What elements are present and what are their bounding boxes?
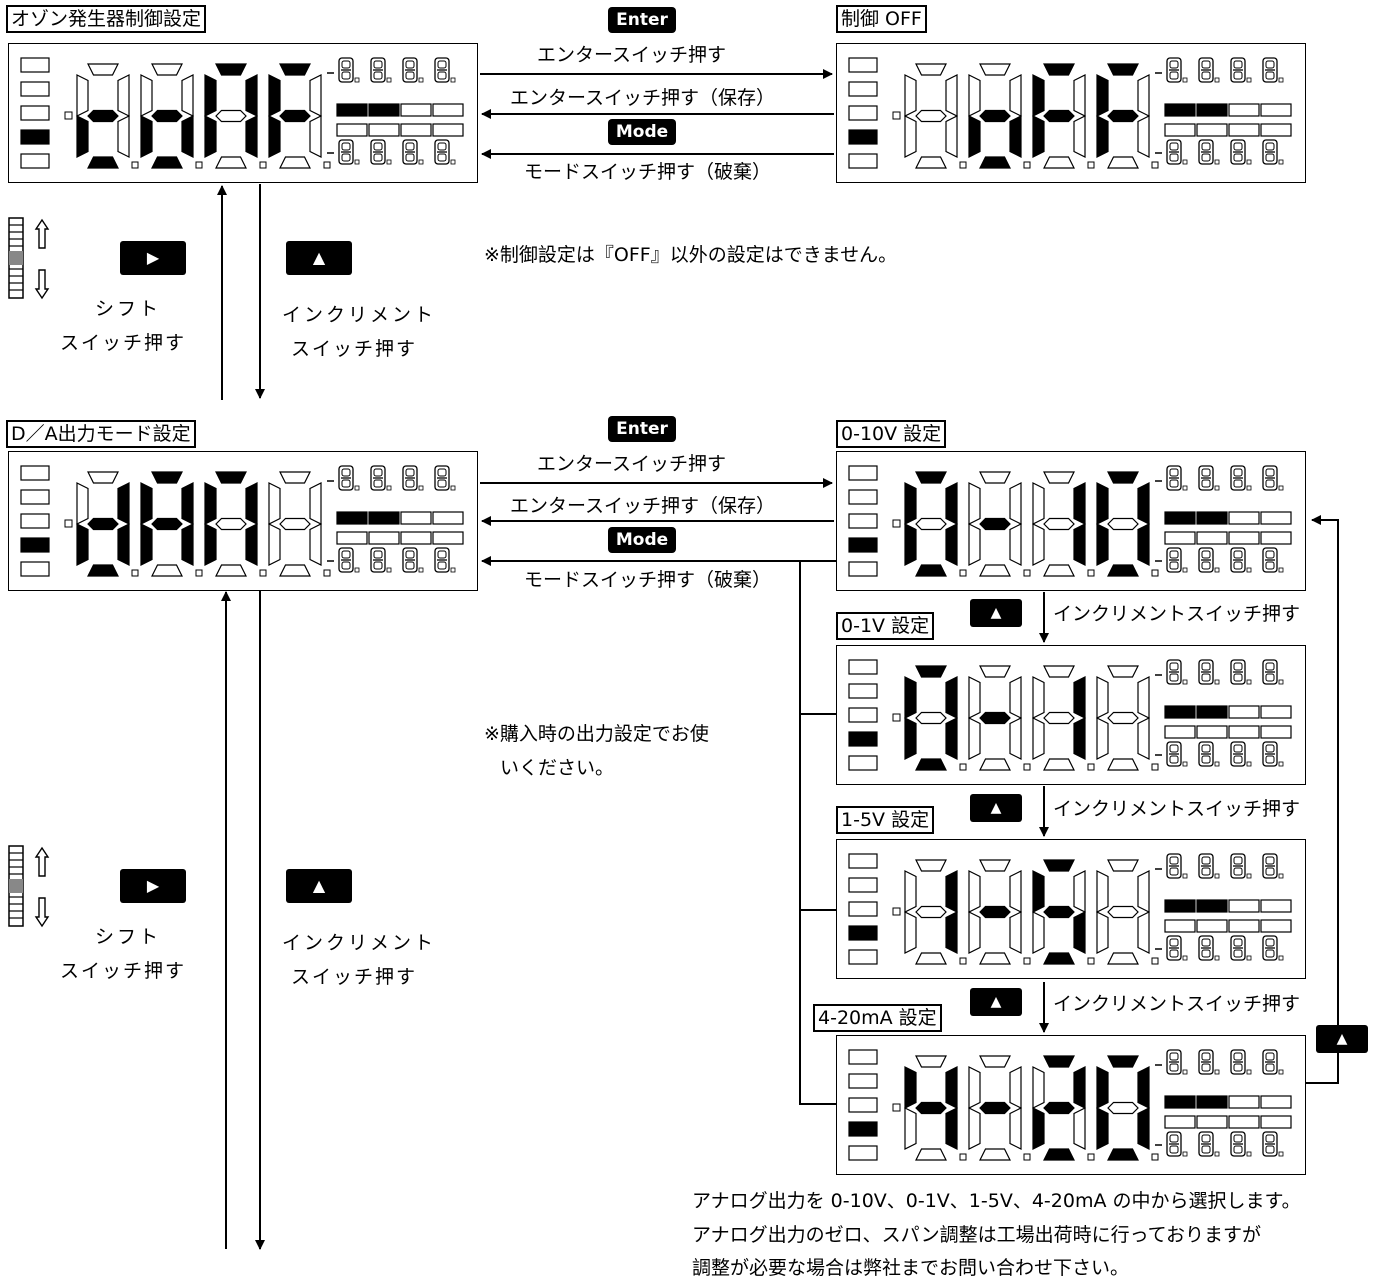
label-1-5v: 1-5V 設定 — [836, 806, 935, 834]
seg-digit — [140, 63, 203, 169]
display-panel-0-1 — [836, 645, 1306, 785]
arrow-label-enter-save: エンタースイッチ押す（保存） — [510, 87, 776, 109]
mode-key-pill: Mode — [608, 119, 676, 145]
seg-digit — [968, 859, 1031, 965]
enter-key-pill: Enter — [608, 7, 676, 33]
seg-digit — [1032, 471, 1095, 577]
arrow-label-increment-1: インクリメントスイッチ押す — [1053, 603, 1301, 625]
shift-label-1b: シフト — [95, 926, 162, 948]
label-4-20ma: 4-20mA 設定 — [813, 1004, 942, 1032]
indicator-column — [20, 465, 50, 577]
shift-scroll-icon-2 — [8, 845, 50, 928]
seg-digit — [76, 471, 139, 577]
arrow-label-increment-3: インクリメントスイッチ押す — [1053, 993, 1301, 1015]
display-panel-conf — [8, 43, 478, 183]
label-0-10v: 0-10V 設定 — [836, 420, 947, 448]
shift-key-icon-2: ▶ — [120, 869, 186, 903]
label-control-off: 制御 OFF — [836, 5, 927, 33]
enter-key-pill-2: Enter — [608, 416, 676, 442]
increment-label-1: インクリメント — [282, 304, 437, 326]
seg-digit — [140, 471, 203, 577]
increment-key-icon-3: ▲ — [970, 599, 1022, 627]
arrow-label-increment-2: インクリメントスイッチ押す — [1053, 798, 1301, 820]
shift-label-2b: スイッチ押す — [60, 960, 187, 982]
seg-digit — [1032, 63, 1095, 169]
seg-digit — [1096, 471, 1159, 577]
seg-digit — [268, 471, 331, 577]
arrow-label-enter-save-2: エンタースイッチ押す（保存） — [510, 495, 776, 517]
increment-key-icon: ▲ — [286, 241, 352, 275]
seg-digit — [968, 63, 1031, 169]
seg-digit — [204, 471, 267, 577]
seg-digit — [968, 471, 1031, 577]
increment-key-icon-4: ▲ — [970, 794, 1022, 822]
indicator-column — [848, 1049, 878, 1161]
seg-digit — [1032, 859, 1095, 965]
indicator-column — [848, 465, 878, 577]
seg-digit — [968, 665, 1031, 771]
display-panel-4-20 — [836, 1035, 1306, 1175]
seg-digit — [1096, 63, 1159, 169]
display-panel-dan — [8, 451, 478, 591]
seg-digit — [904, 1055, 967, 1161]
note-analog-line3: 調整が必要な場合は弊社までお問い合わせ下さい。 — [692, 1257, 1130, 1279]
display-panel-off — [836, 43, 1306, 183]
seg-digit — [1032, 665, 1095, 771]
seg-digit — [904, 471, 967, 577]
label-ozone-control-setting: オゾン発生器制御設定 — [6, 5, 207, 33]
shift-label-1: シフト — [95, 298, 162, 320]
increment-key-icon-2: ▲ — [286, 869, 352, 903]
label-da-output-mode: D／A出力モード設定 — [6, 420, 196, 448]
seg-digit — [204, 63, 267, 169]
indicator-column — [848, 659, 878, 771]
display-panel-0-10 — [836, 451, 1306, 591]
note-analog-line2: アナログ出力のゼロ、スパン調整は工場出荷時に行っておりますが — [692, 1224, 1262, 1246]
arrow-label-mode-discard: モードスイッチ押す（破棄） — [524, 161, 772, 183]
increment-key-icon-6: ▲ — [1316, 1025, 1368, 1053]
increment-label-1b: インクリメント — [282, 932, 437, 954]
seg-digit — [904, 63, 967, 169]
seg-digit — [1096, 1055, 1159, 1161]
shift-label-2: スイッチ押す — [60, 332, 187, 354]
arrow-label-enter-push-2: エンタースイッチ押す — [537, 453, 727, 475]
increment-label-2b: スイッチ押す — [291, 966, 418, 988]
increment-label-2: スイッチ押す — [291, 338, 418, 360]
seg-digit — [268, 63, 331, 169]
note-analog-line1: アナログ出力を 0-10V、0-1V、1-5V、4-20mA の中から選択します… — [692, 1190, 1301, 1212]
mode-key-pill-2: Mode — [608, 527, 676, 553]
seg-digit — [1096, 665, 1159, 771]
indicator-column — [20, 57, 50, 169]
note-purchase-line1: ※購入時の出力設定でお使 — [484, 723, 709, 745]
note-control-only-off: ※制御設定は『OFF』以外の設定はできません。 — [484, 244, 898, 266]
shift-scroll-icon — [8, 217, 50, 300]
label-0-1v: 0-1V 設定 — [836, 612, 935, 640]
indicator-column — [848, 57, 878, 169]
shift-key-icon: ▶ — [120, 241, 186, 275]
note-purchase-line2: いください。 — [500, 757, 615, 779]
arrow-label-mode-discard-2: モードスイッチ押す（破棄） — [524, 569, 772, 591]
arrow-label-enter-push: エンタースイッチ押す — [537, 44, 727, 66]
seg-digit — [1032, 1055, 1095, 1161]
seg-digit — [904, 665, 967, 771]
indicator-column — [848, 853, 878, 965]
seg-digit — [1096, 859, 1159, 965]
seg-digit — [904, 859, 967, 965]
increment-key-icon-5: ▲ — [970, 988, 1022, 1016]
seg-digit — [968, 1055, 1031, 1161]
display-panel-1-5 — [836, 839, 1306, 979]
seg-digit — [76, 63, 139, 169]
